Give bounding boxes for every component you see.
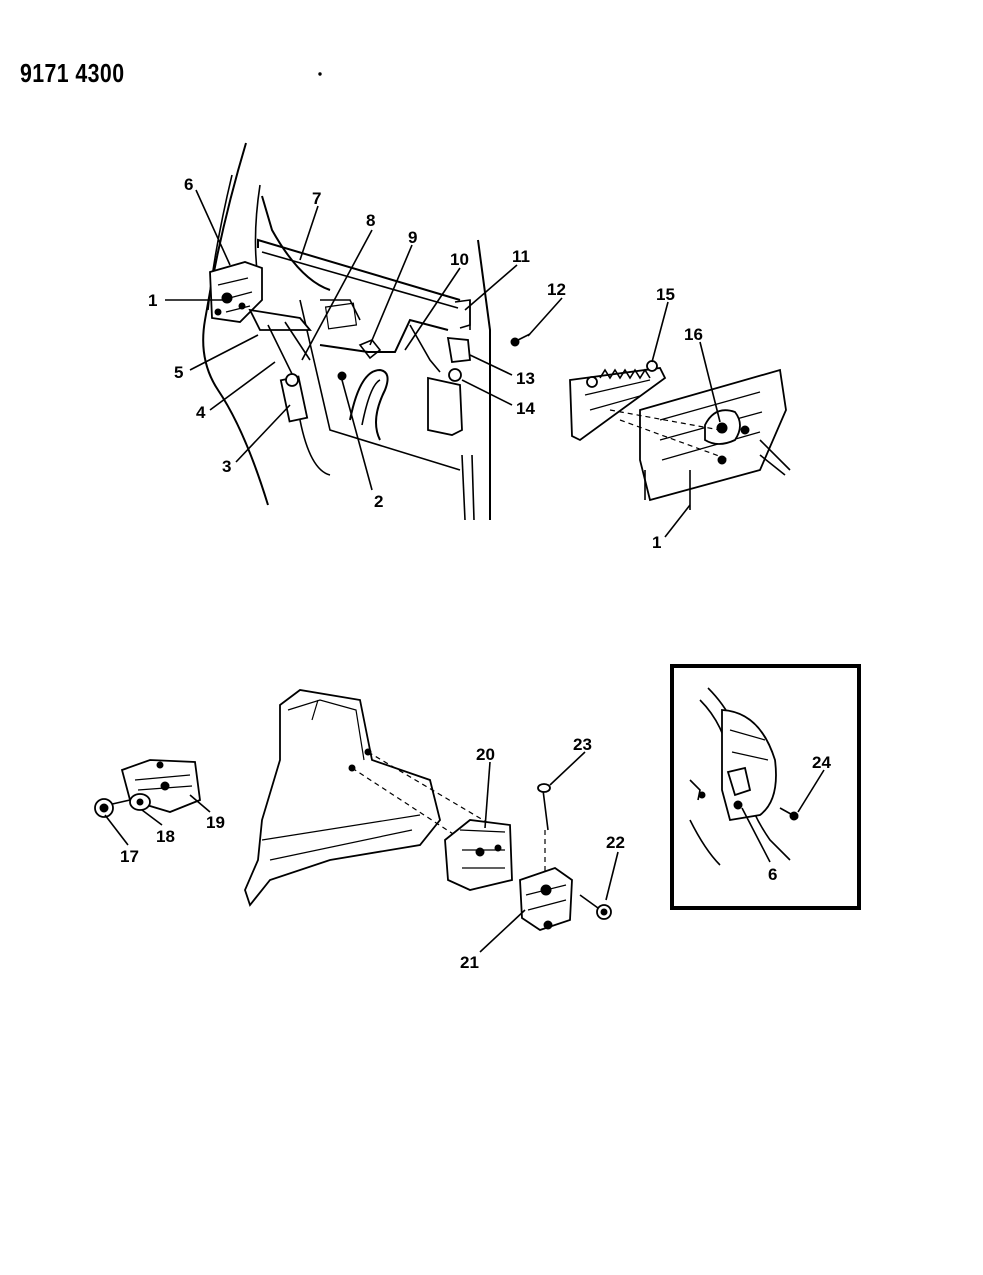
callout-7: 7 — [312, 189, 321, 208]
callout-15: 15 — [656, 285, 675, 304]
callout-13: 13 — [516, 369, 535, 388]
callout-22: 22 — [606, 833, 625, 852]
callout-20: 20 — [476, 745, 495, 764]
callout-24: 24 — [812, 753, 831, 772]
leader-lines — [104, 189, 825, 953]
callout-14: 14 — [516, 399, 535, 418]
callout-16: 16 — [684, 325, 703, 344]
callout-labels: 1 2 3 4 5 6 7 8 9 10 11 12 13 14 15 16 1… — [120, 175, 831, 972]
callout-11: 11 — [512, 247, 530, 266]
callout-6: 6 — [184, 175, 193, 194]
callout-23: 23 — [573, 735, 592, 754]
callout-10: 10 — [450, 250, 469, 269]
callout-17: 17 — [120, 847, 139, 866]
latch-mechanism-detail — [569, 360, 791, 510]
stray-dot — [318, 72, 322, 76]
callout-18: 18 — [156, 827, 175, 846]
striker-assembly — [94, 759, 201, 818]
callout-8: 8 — [366, 211, 375, 230]
callout-21: 21 — [460, 953, 479, 972]
callout-9: 9 — [408, 228, 417, 247]
callout-1: 1 — [148, 291, 157, 310]
callout-4: 4 — [196, 403, 206, 422]
callout-12: 12 — [547, 280, 566, 299]
door-interior-assembly — [202, 142, 531, 521]
callout-19: 19 — [206, 813, 225, 832]
callout-3: 3 — [222, 457, 231, 476]
callout-6-inset: 6 — [768, 865, 777, 884]
callout-1-detail: 1 — [652, 533, 661, 552]
callout-5: 5 — [174, 363, 183, 382]
callout-2: 2 — [374, 492, 383, 511]
inset-detail-box — [670, 664, 861, 910]
page-title: 9171 4300 — [20, 58, 125, 88]
pillar-and-hinge-assembly — [244, 689, 612, 931]
